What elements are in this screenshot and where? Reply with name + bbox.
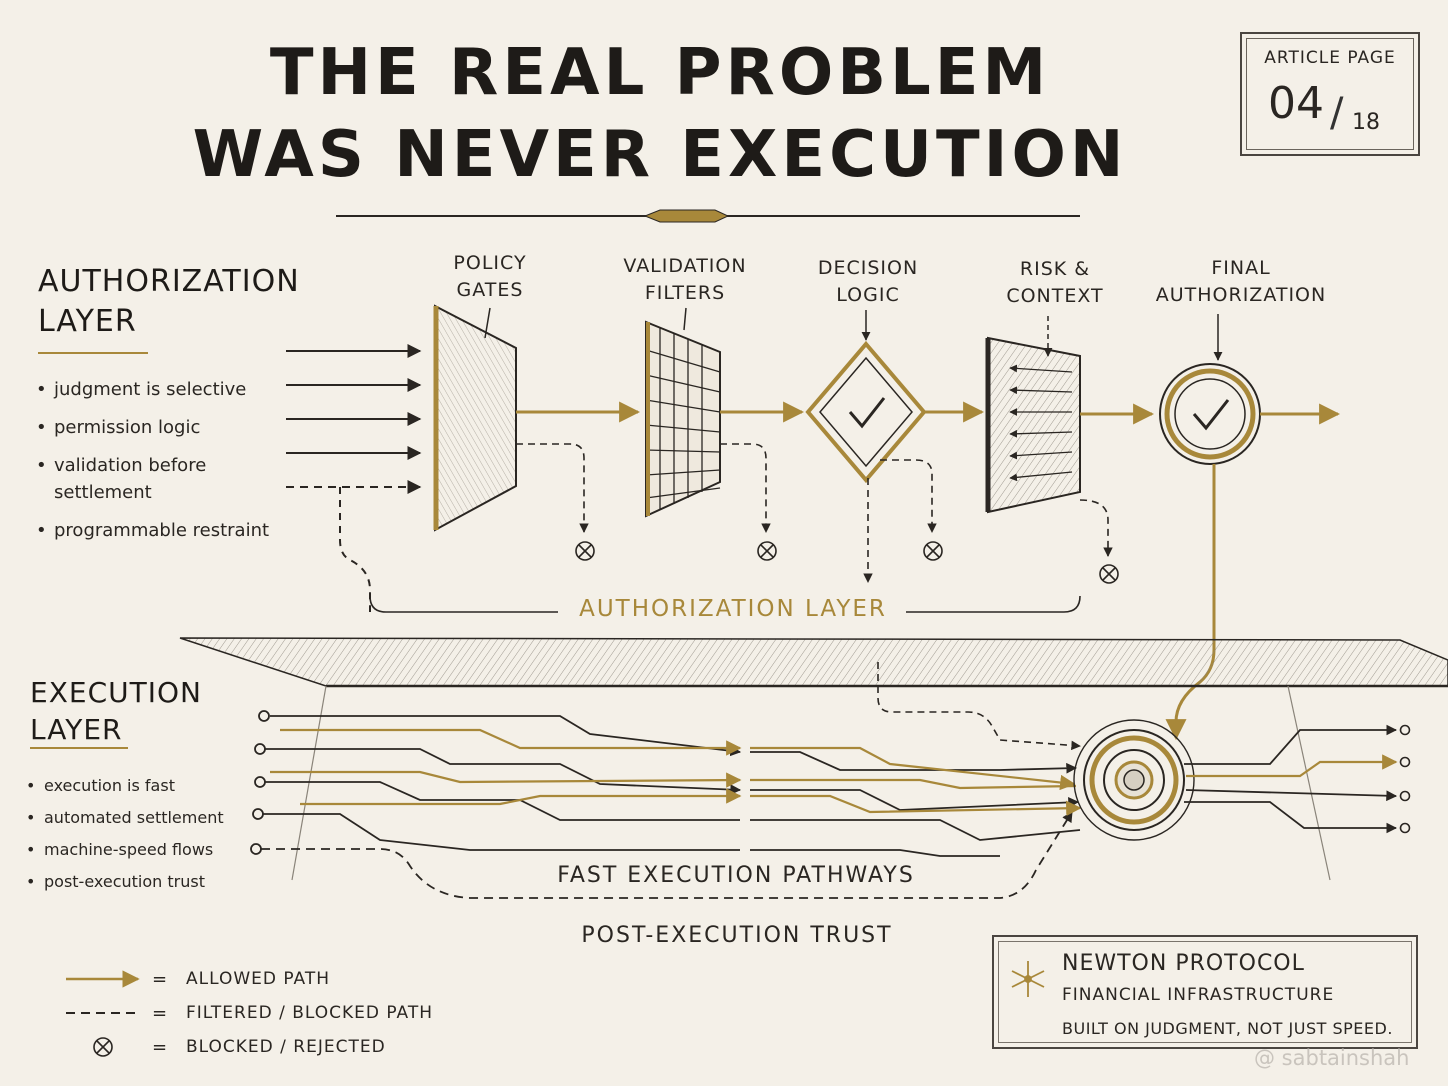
newton-protocol-box: NEWTON PROTOCOL FINANCIAL INFRASTRUCTURE… [992, 935, 1418, 1049]
title-line-2: WAS NEVER EXECUTION [192, 118, 1128, 192]
blocked-marker-icon [923, 541, 943, 561]
stage-label-line1: DECISION [817, 257, 919, 279]
newton-tagline: BUILT ON JUDGMENT, NOT JUST SPEED. [1062, 1019, 1393, 1038]
newton-core-node [1073, 719, 1195, 841]
stage-label-line2: LOGIC [836, 284, 900, 306]
execution-bullet: automated settlement [26, 802, 246, 834]
title-line-1: THE REAL PROBLEM [269, 36, 1051, 110]
execution-bullets: execution is fast automated settlement m… [26, 770, 246, 898]
decision-diamond [805, 340, 927, 484]
legend-equals: = [152, 1037, 168, 1058]
blocked-marker-icon [757, 541, 777, 561]
newton-name: NEWTON PROTOCOL [1062, 951, 1305, 976]
policy-gate-panel [433, 304, 517, 532]
page-separator: / [1330, 90, 1344, 136]
authorization-heading-line2: LAYER [38, 304, 137, 339]
post-execution-trust-label: POST-EXECUTION TRUST [581, 923, 892, 948]
authorization-bullet: permission logic [36, 414, 276, 441]
blocked-marker-icon [575, 541, 595, 561]
legend-label: BLOCKED / REJECTED [186, 1037, 386, 1057]
execution-bullet: execution is fast [26, 770, 246, 802]
page-indicator-label: ARTICLE PAGE [1264, 48, 1396, 68]
stage-label-line1: VALIDATION [623, 255, 747, 277]
authorization-heading: AUTHORIZATION LAYER [38, 262, 300, 342]
legend-label: FILTERED / BLOCKED PATH [186, 1003, 434, 1023]
execution-pathways [250, 662, 1082, 899]
stage-label-line2: CONTEXT [1006, 285, 1104, 307]
risk-context-panel [985, 336, 1081, 514]
authorization-bullets: judgment is selective permission logic v… [36, 376, 276, 544]
page-total: 18 [1352, 110, 1380, 135]
authorization-bracket [369, 595, 1081, 613]
page-current: 04 [1268, 78, 1324, 129]
page-indicator: ARTICLE PAGE 04 / 18 [1240, 32, 1420, 156]
stage-label-line1: FINAL [1211, 257, 1271, 279]
newton-subtitle: FINANCIAL INFRASTRUCTURE [1062, 985, 1335, 1005]
legend-label: ALLOWED PATH [186, 969, 331, 989]
layer-separator-slab [179, 637, 1448, 881]
execution-heading: EXECUTION LAYER [30, 674, 202, 748]
input-arrows [286, 344, 422, 612]
stage-label-line2: GATES [456, 279, 524, 301]
stage-label-final-authorization: FINAL AUTHORIZATION [1151, 255, 1331, 309]
watermark: @ sabtainshah [1254, 1046, 1410, 1070]
execution-heading-line2: LAYER [30, 713, 123, 746]
output-pathways [1184, 724, 1411, 834]
pathway-start-nodes [250, 710, 270, 855]
authorization-layer-label: AUTHORIZATION LAYER [579, 596, 887, 622]
execution-heading-line1: EXECUTION [30, 676, 202, 709]
newton-star-icon [1011, 961, 1045, 997]
validation-filter-grid [645, 320, 721, 518]
fast-execution-pathways-label: FAST EXECUTION PATHWAYS [557, 863, 915, 888]
authorization-bullet: judgment is selective [36, 376, 276, 403]
stage-label-policy-gates: POLICY GATES [410, 250, 570, 304]
authorization-heading-line1: AUTHORIZATION [38, 264, 300, 299]
blocked-markers [575, 541, 1119, 584]
label-pointers [683, 307, 1223, 361]
final-authorization-circle [1159, 363, 1261, 465]
stage-label-risk-context: RISK & CONTEXT [975, 256, 1135, 310]
stage-label-line1: POLICY [453, 252, 527, 274]
legend-blocked-icon [93, 1037, 113, 1057]
stage-label-line2: FILTERS [644, 282, 726, 304]
execution-bullet: post-execution trust [26, 866, 246, 898]
execution-bullet: machine-speed flows [26, 834, 246, 866]
legend-equals: = [152, 1003, 168, 1024]
stage-label-line2: AUTHORIZATION [1155, 284, 1327, 306]
stage-label-validation-filters: VALIDATION FILTERS [605, 253, 765, 307]
legend-equals: = [152, 969, 168, 990]
title-divider [336, 209, 1080, 223]
authorization-bullet: validation before settlement [36, 452, 234, 506]
stage-label-line1: RISK & [1019, 258, 1091, 280]
blocked-marker-icon [1099, 564, 1119, 584]
blocked-branches [516, 443, 1113, 583]
stage-label-decision-logic: DECISION LOGIC [788, 255, 948, 309]
authorization-bullet: programmable restraint [36, 517, 276, 544]
legend-symbols [66, 970, 140, 1057]
